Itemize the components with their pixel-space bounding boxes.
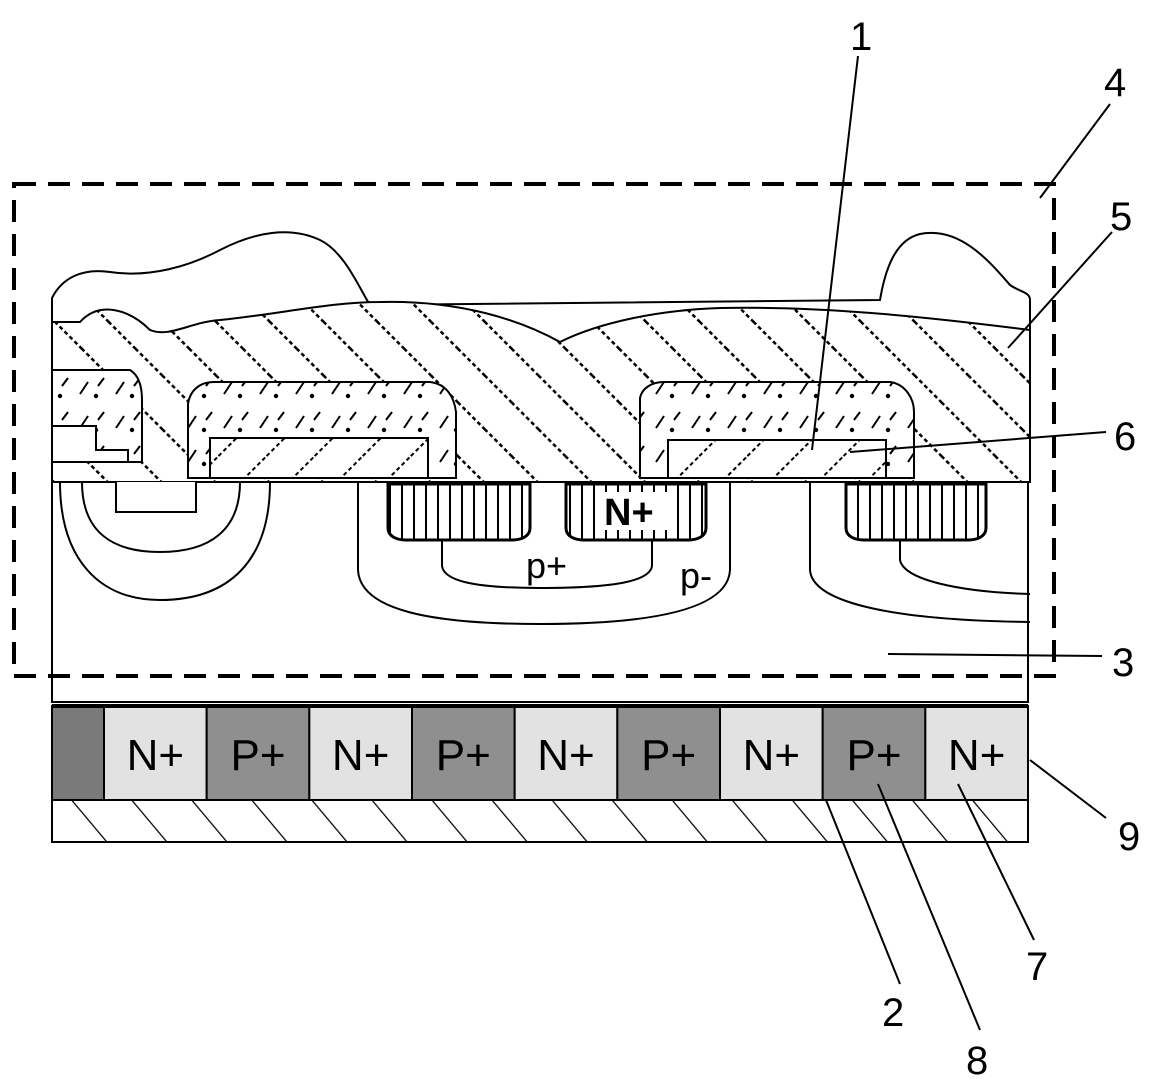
- p-plus-collector-label: P+: [846, 731, 901, 780]
- backside-edge-region: [52, 706, 104, 800]
- n-plus-source-1: [388, 484, 530, 540]
- callout-3: 3: [1112, 641, 1134, 685]
- p-plus-collector-label: P+: [436, 731, 491, 780]
- backside-collector-layer: N+ P+ N+ P+ N+ P+ N+ P+ N+: [52, 706, 1028, 800]
- callout-6: 6: [1114, 415, 1136, 459]
- p-plus-collector-label: P+: [230, 731, 285, 780]
- n-plus-collector-label: N+: [537, 731, 594, 780]
- n-plus-collector-label: N+: [743, 731, 800, 780]
- p-plus-label: p+: [526, 545, 567, 586]
- leader-line-5: [1008, 232, 1112, 348]
- n-plus-collector-label: N+: [332, 731, 389, 780]
- p-plus-collector-label: P+: [641, 731, 696, 780]
- callout-7: 7: [1026, 945, 1048, 989]
- callout-9: 9: [1118, 815, 1140, 859]
- callout-8: 8: [966, 1039, 988, 1083]
- n-plus-source-3: [846, 484, 986, 540]
- callout-2: 2: [882, 991, 904, 1035]
- callout-1: 1: [850, 15, 872, 59]
- n-plus-collector-label: N+: [127, 731, 184, 780]
- callout-5: 5: [1110, 195, 1132, 239]
- p-minus-label: p-: [680, 555, 712, 596]
- backside-metal: [52, 800, 1028, 842]
- gate-poly-right: [668, 440, 886, 478]
- gate-poly-mid: [210, 438, 428, 478]
- leader-line-9: [1030, 760, 1106, 818]
- callout-4: 4: [1104, 61, 1126, 105]
- left-trench: [116, 482, 196, 512]
- n-plus-collector-label: N+: [948, 731, 1005, 780]
- n-plus-source-label: N+: [604, 492, 654, 534]
- leader-line-4: [1040, 104, 1110, 198]
